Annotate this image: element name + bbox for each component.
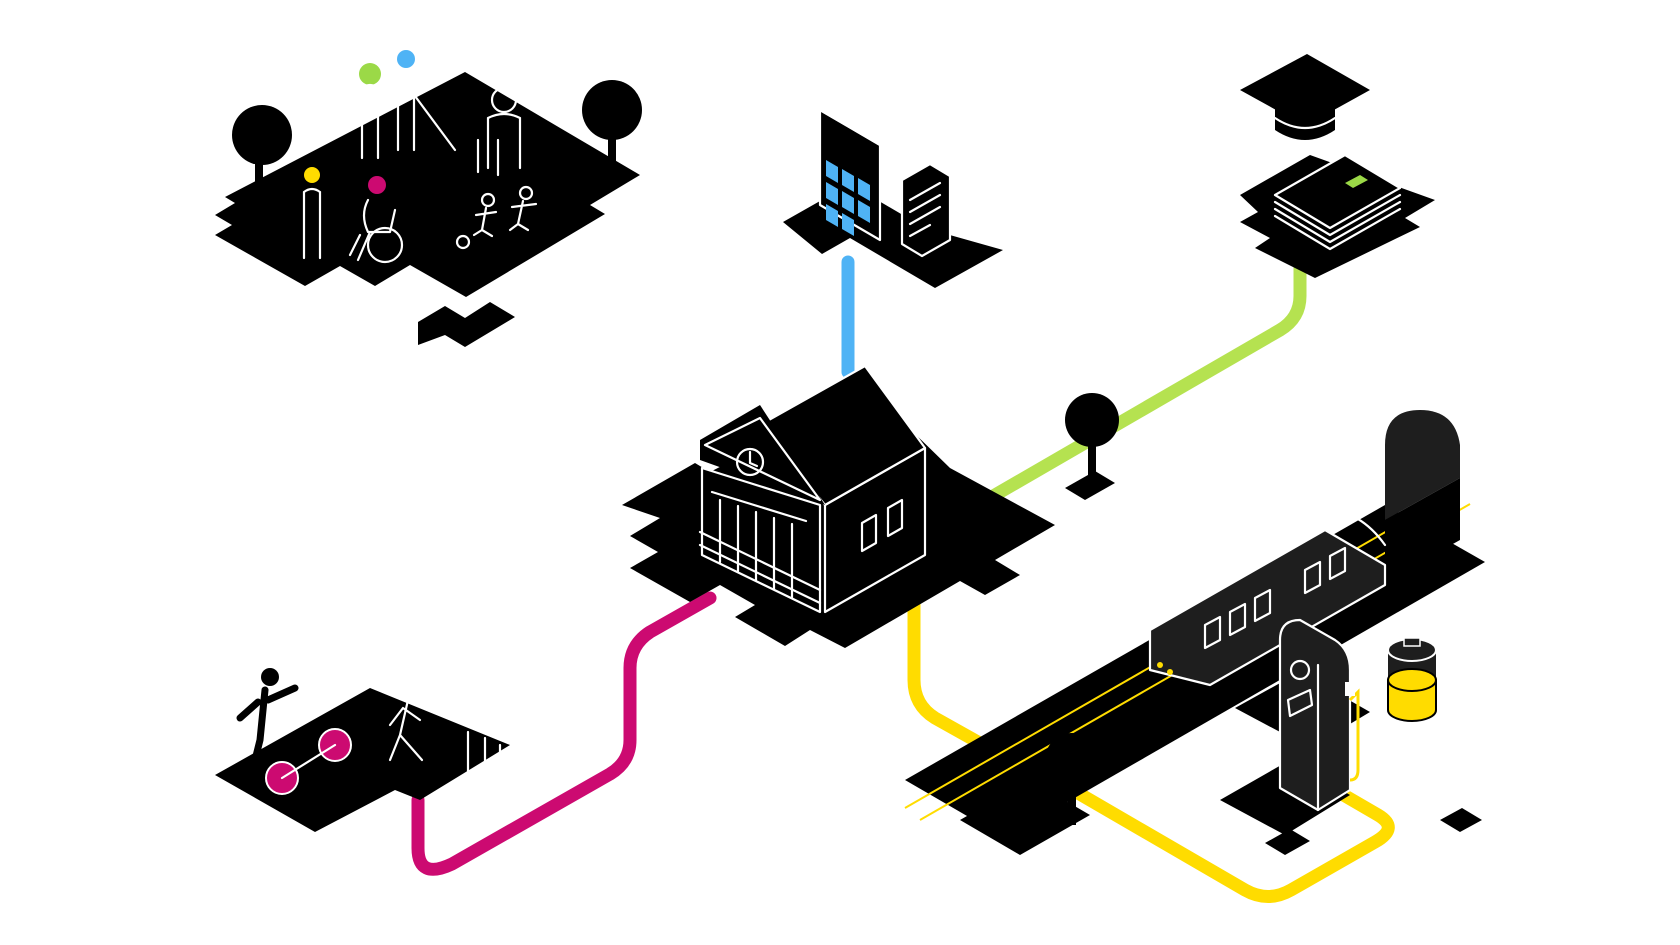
tree-icon [1065, 393, 1119, 500]
route-green [988, 248, 1307, 502]
person-icon [359, 63, 381, 160]
route-lines [411, 248, 1395, 903]
wheelchair-user-icon [348, 176, 404, 264]
blind-person-icon [396, 50, 457, 152]
tree-icon [232, 105, 292, 205]
ev-charger-icon [1220, 618, 1370, 835]
town-hall-icon [698, 364, 927, 614]
district-education [1240, 54, 1435, 278]
document-icon [900, 162, 952, 258]
district-hub [622, 364, 1119, 648]
battery-icon [1387, 637, 1437, 722]
book-stack-icon [1273, 153, 1402, 251]
train-icon [1148, 508, 1387, 687]
community-platform [215, 72, 640, 297]
children-playing-icon [455, 185, 538, 250]
tunnel-icon [1385, 410, 1460, 582]
mobility-platform [215, 688, 510, 832]
route-yellow-2 [1071, 783, 1395, 903]
district-mobility [215, 668, 510, 832]
tree-icon [582, 80, 642, 175]
runner-icon [388, 668, 447, 762]
person-icon [302, 167, 322, 260]
clock-icon [735, 447, 765, 477]
graduation-cap-icon [1240, 54, 1370, 140]
community-step [418, 302, 515, 347]
office-building-icon [818, 99, 897, 242]
block [1440, 808, 1482, 832]
crosswalk-stripes [466, 730, 502, 777]
district-office [783, 99, 1003, 288]
rail-corridor-extra [960, 780, 1090, 855]
route-yellow [907, 595, 992, 753]
block [1265, 829, 1310, 855]
office-platform [783, 184, 1003, 288]
segway-icon [236, 668, 352, 795]
route-magenta [411, 591, 717, 876]
district-community [215, 50, 642, 347]
window-grid [826, 160, 870, 236]
district-transport [904, 410, 1485, 855]
elderly-person-icon [476, 85, 526, 177]
tree-icon [1045, 733, 1099, 825]
